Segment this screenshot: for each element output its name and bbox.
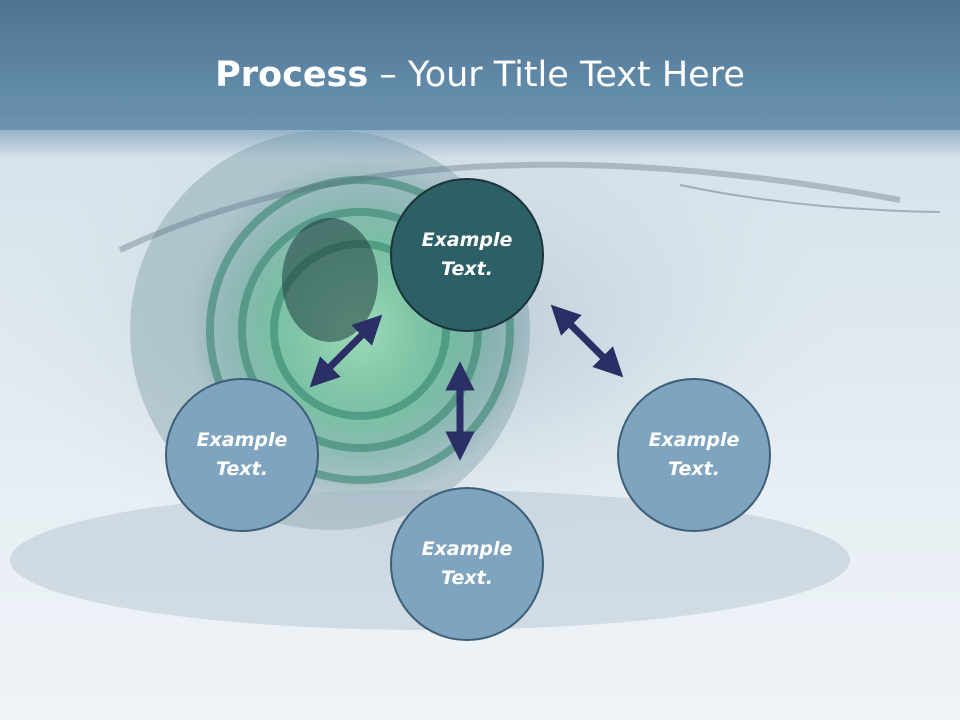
- title-bar: [0, 0, 960, 130]
- arrow-top-right: [550, 304, 624, 378]
- title-bar-fade: [0, 118, 960, 158]
- node-left[interactable]: Example Text.: [165, 378, 319, 532]
- slide-title-bold: Process: [215, 55, 369, 95]
- slide-title: Process – Your Title Text Here: [0, 50, 960, 100]
- node-bottom[interactable]: Example Text.: [390, 487, 544, 641]
- slide-title-rest: – Your Title Text Here: [368, 55, 745, 95]
- node-top-center[interactable]: Example Text.: [390, 178, 544, 332]
- arrow-top-left: [309, 314, 383, 388]
- node-right[interactable]: Example Text.: [617, 378, 771, 532]
